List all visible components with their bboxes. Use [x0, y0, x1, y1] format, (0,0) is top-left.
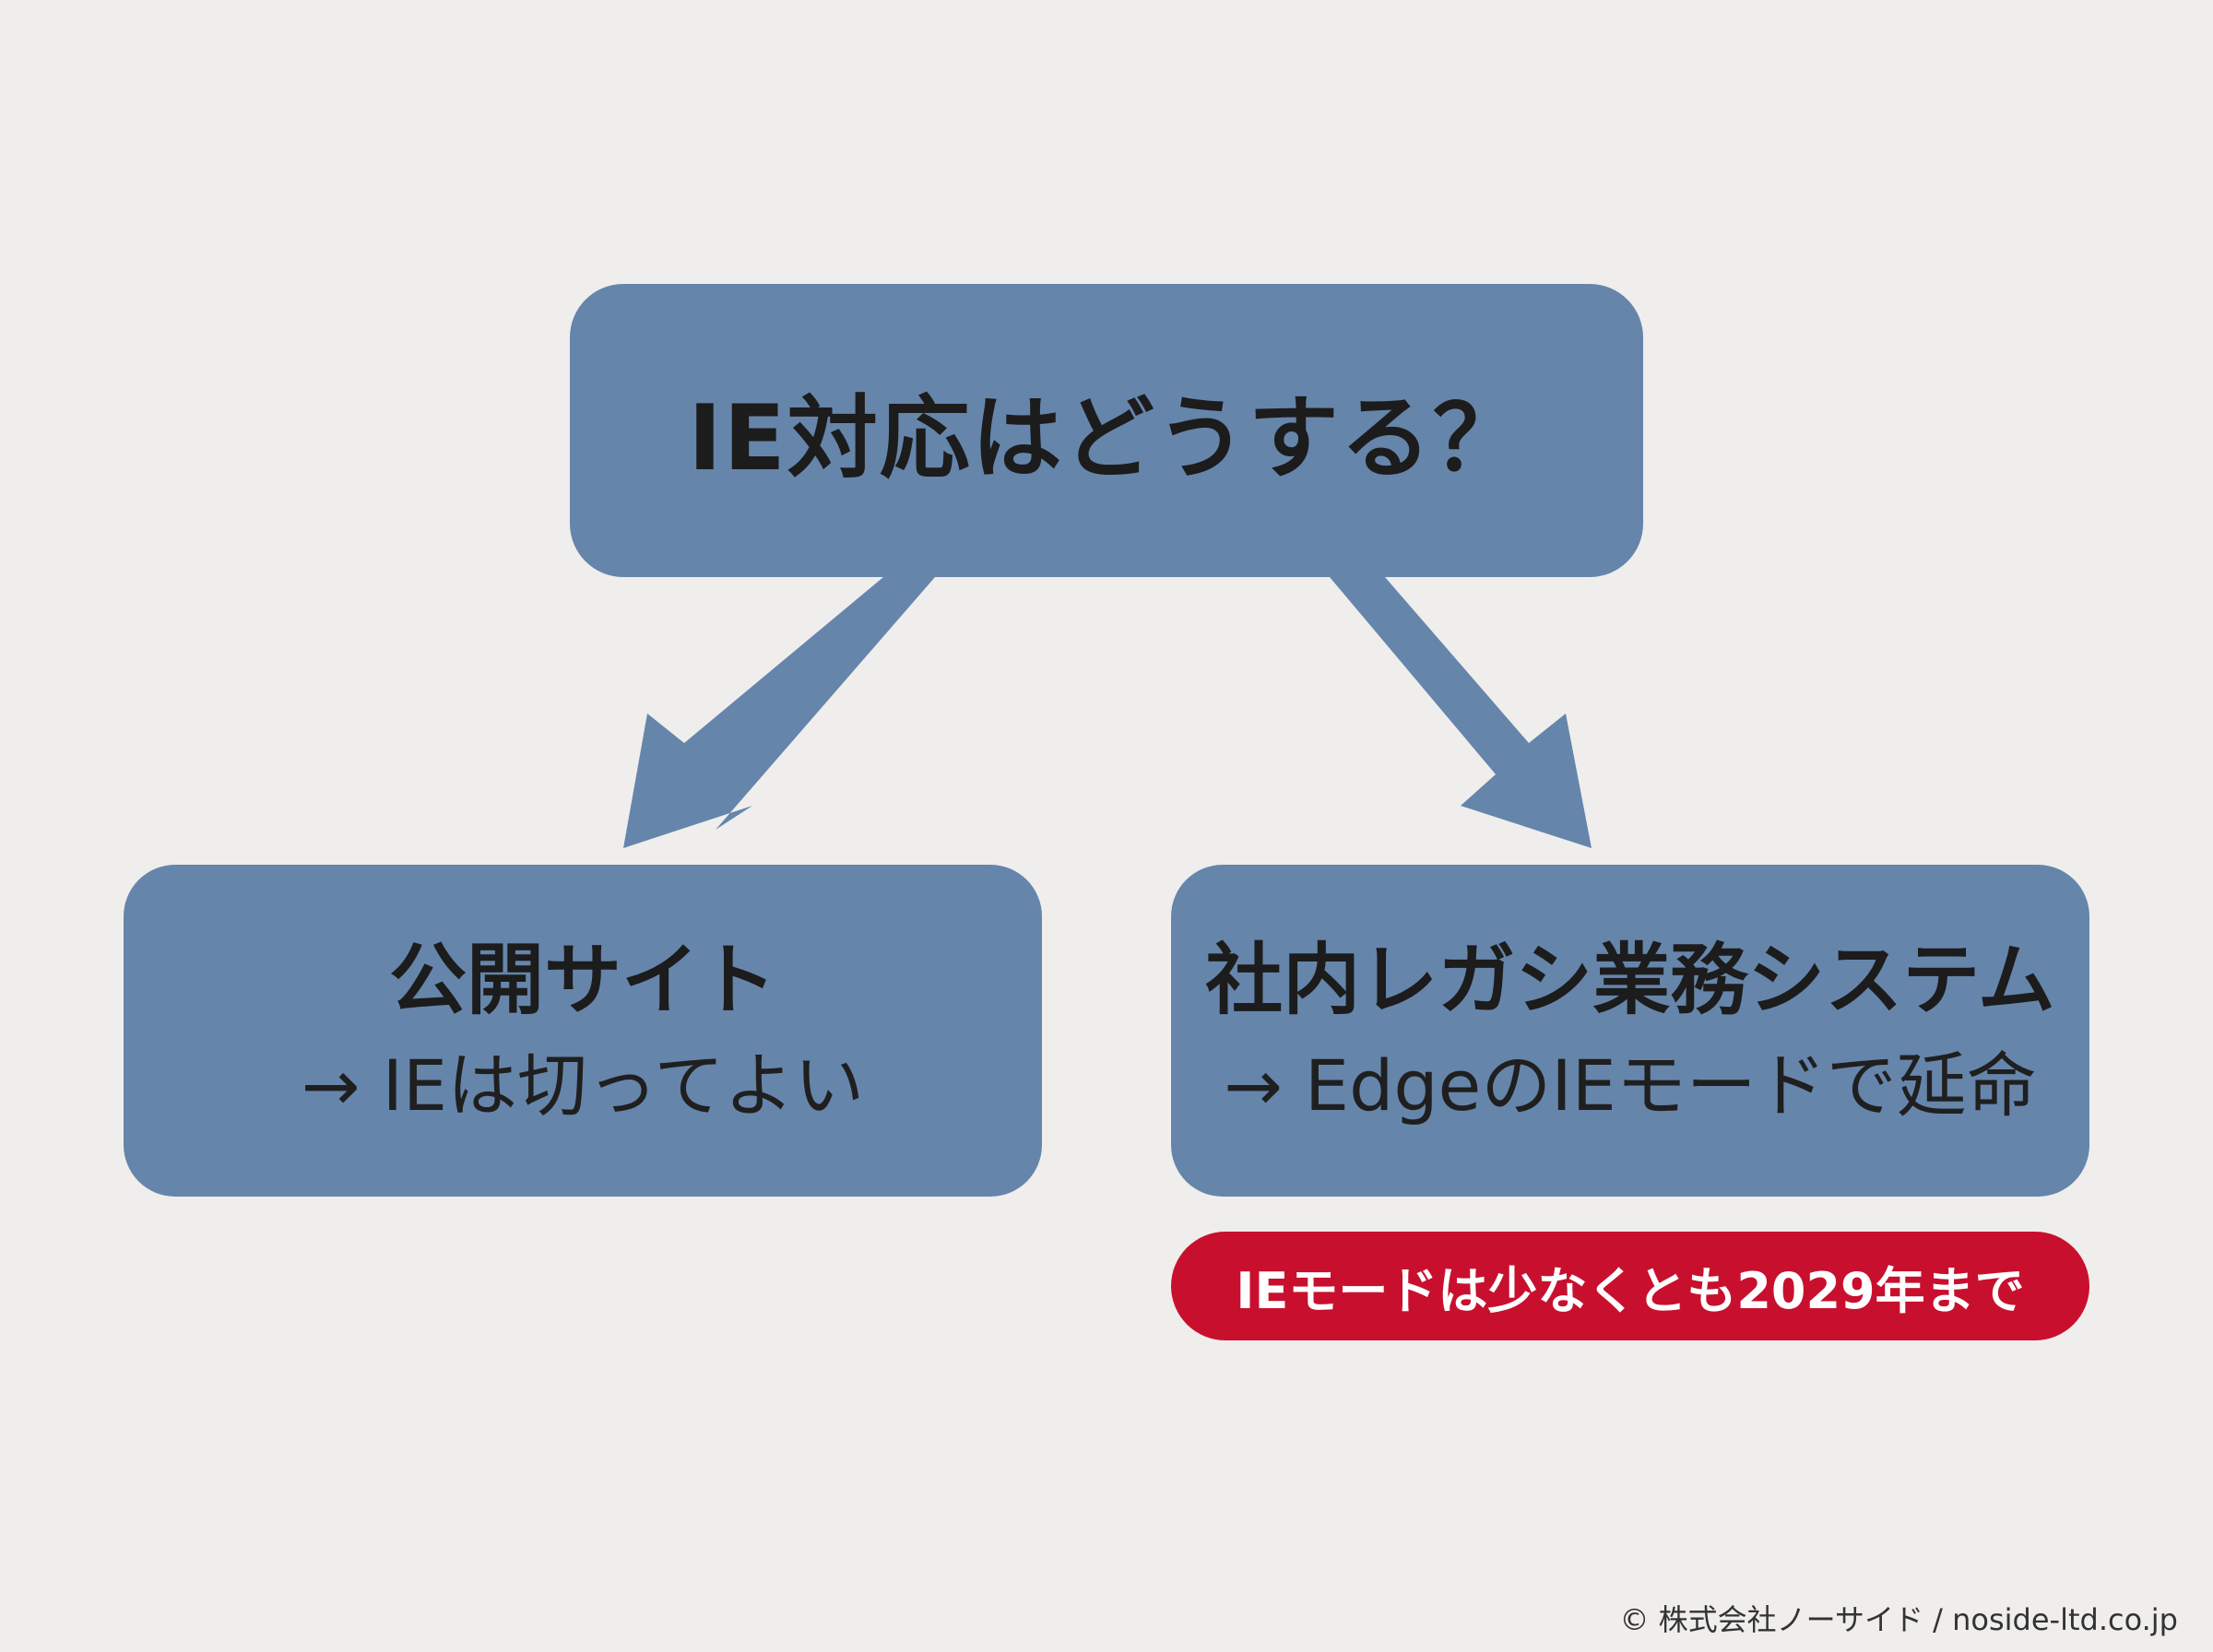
branch-title-public-site: 公開サイト — [388, 935, 776, 1025]
branch-subtitle-legacy-system: → EdgeのIEモードで延命 — [1224, 1044, 2037, 1127]
branch-node-public-site: 公開サイト → IEは切ってよい — [124, 865, 1042, 1197]
arrow-to-legacy-system — [1330, 577, 1592, 848]
branch-node-legacy-system: 社内レガシ業務システム → EdgeのIEモードで延命 — [1171, 865, 2089, 1197]
root-question-label: IE対応はどうする？ — [688, 386, 1525, 491]
branch-subtitle-public-site: → IEは切ってよい — [301, 1044, 865, 1127]
root-question-node: IE対応はどうする？ — [570, 284, 1643, 577]
copyright-credit: © 株式会社ノーサイド / noside-ltd.co.jp — [1619, 1602, 2178, 1637]
arrow-to-public-site — [623, 577, 935, 848]
branch-title-legacy-system: 社内レガシ業務システム — [1205, 935, 2055, 1025]
ie-mode-deadline-badge: IEモードは少なくとも2029年まで — [1171, 1232, 2089, 1340]
